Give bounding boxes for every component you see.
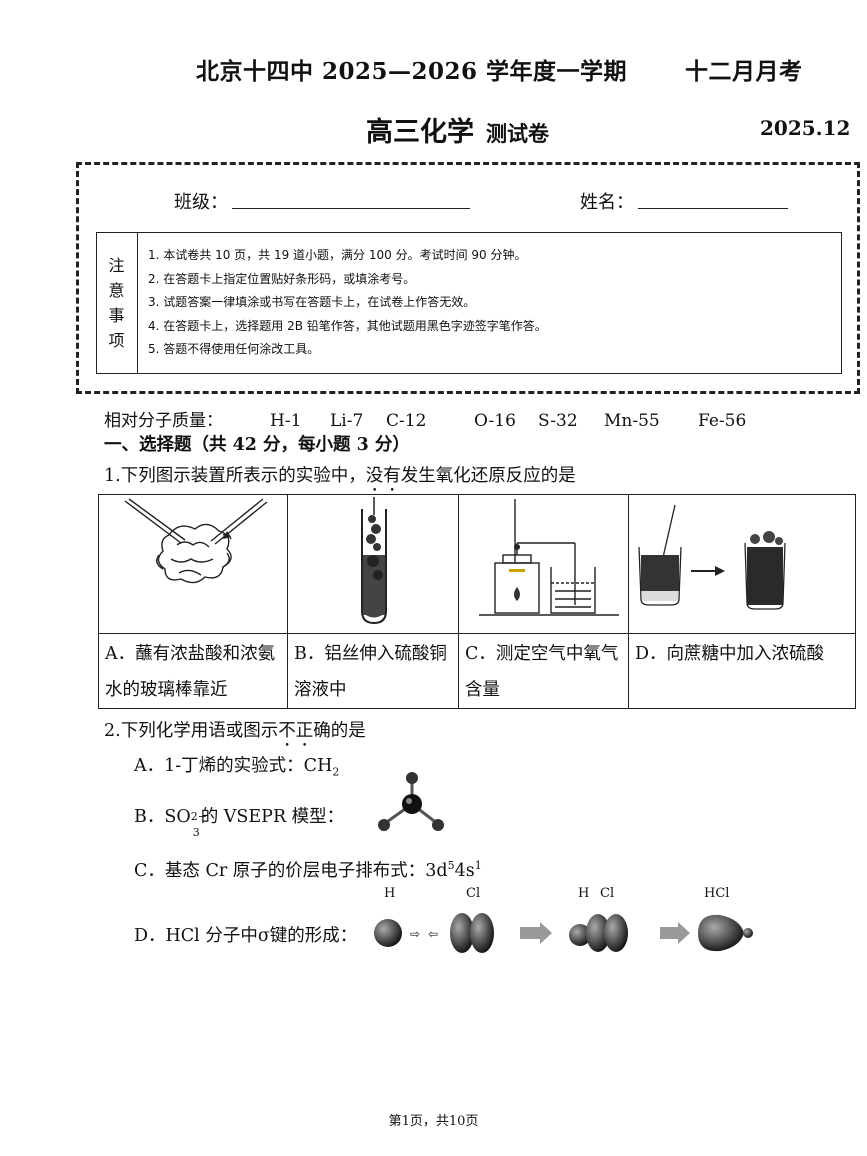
question-1-stem: 1.下列图示装置所表示的实验中，没有发生氧化还原反应的是 — [104, 462, 576, 496]
notice-title: 注 意 事 项 — [96, 232, 138, 374]
figure-cell-d — [628, 494, 856, 634]
notice-title-char: 注 — [108, 256, 125, 275]
glass-rods-smoke-figure — [124, 498, 268, 584]
mass-value: Mn-55 — [604, 411, 660, 431]
exam-name: 十二月月考 — [685, 58, 803, 85]
option-2c[interactable]: C．基态 Cr 原子的价层电子排布式：3d54s1 — [134, 857, 482, 882]
subscript: 2 — [332, 765, 340, 779]
option-2a[interactable]: A．1-丁烯的实验式：CH2 — [134, 752, 339, 779]
orbital-label-h: H — [384, 886, 396, 901]
orbital-label-cl: Cl — [466, 886, 481, 901]
mass-value: S-32 — [538, 411, 578, 431]
class-label: 班级： — [174, 192, 228, 213]
stem-emphasis: 不正 — [278, 721, 314, 741]
option-2d[interactable]: D．HCl 分子中σ键的形成： — [134, 922, 357, 947]
stem-text: 确的是 — [313, 721, 366, 741]
option-1d[interactable]: D．向蔗糖中加入浓硫酸 — [628, 633, 856, 709]
orbital-label-h2: H — [578, 886, 590, 901]
mass-value: O-16 — [474, 411, 516, 431]
figure-cell-c — [458, 494, 629, 634]
masses-label: 相对分子质量： — [104, 411, 223, 431]
test-tube-aluminum-figure — [361, 497, 387, 625]
notice-box — [96, 232, 842, 374]
subject: 高三化学 — [366, 117, 474, 148]
superscript: 1 — [474, 859, 482, 873]
name-field[interactable] — [638, 208, 788, 209]
mass-value: H-1 — [270, 411, 302, 431]
superscript: 2− — [190, 810, 207, 823]
superscript: 5 — [447, 859, 455, 873]
orbital-label-cl2: Cl — [600, 886, 615, 901]
school-term-title: 北京十四中 2025—2026 学年度一学期 十二月月考 — [196, 52, 803, 86]
name-label: 姓名： — [580, 192, 634, 213]
section-title: 一、选择题（共 42 分，每小题 3 分） — [104, 435, 410, 455]
oxygen-measure-apparatus-figure — [479, 499, 619, 616]
notice-item: 1. 本试卷共 10 页，共 19 道小题，满分 100 分。考试时间 90 分… — [148, 248, 527, 262]
relative-masses: 相对分子质量： H-1 Li-7 C-12 O-16 S-32 Mn-55 Fe-56 — [104, 406, 746, 431]
svg-text:⇨: ⇨ — [410, 927, 420, 941]
notice-item: 3. 试题答案一律填涂或书写在答题卡上，在试卷上作答无效。 — [148, 295, 476, 309]
student-info-box — [76, 162, 860, 394]
option-text: A．1-丁烯的实验式：CH — [134, 756, 333, 776]
school-term: 北京十四中 2025—2026 学年度一学期 — [196, 58, 628, 85]
notice-list: 1. 本试卷共 10 页，共 19 道小题，满分 100 分。考试时间 90 分… — [148, 244, 838, 362]
option-text: 4s — [454, 861, 475, 881]
mass-value: Fe-56 — [698, 411, 747, 431]
option-text: B．SO — [134, 807, 191, 827]
question-2-stem: 2.下列化学用语或图示不正确的是 — [104, 717, 366, 751]
option-text: C．基态 Cr 原子的价层电子排布式：3d — [134, 861, 448, 881]
question-1-table: A．蘸有浓盐酸和浓氨水的玻璃棒靠近 B．铝丝伸入硫酸铜溶液中 C．测定空气中氧气… — [98, 494, 856, 709]
class-field[interactable] — [232, 208, 470, 209]
stem-text: 1.下列图示装置所表示的实验中， — [104, 466, 366, 486]
stem-text: 发生氧化还原反应的是 — [400, 466, 576, 486]
notice-item: 2. 在答题卡上指定位置贴好条形码，或填涂考号。 — [148, 271, 416, 286]
stem-emphasis: 没有 — [365, 466, 401, 486]
option-text: D．HCl 分子中σ键的形成： — [134, 926, 358, 946]
mass-value: C-12 — [386, 411, 427, 431]
svg-text:⇦: ⇦ — [428, 927, 438, 941]
exam-date: 2025.12 — [760, 116, 851, 140]
notice-title-char: 项 — [108, 331, 125, 350]
sigma-bond-formation-figure: ⇨ ⇦ — [374, 913, 753, 953]
mass-value: Li-7 — [330, 411, 364, 431]
paper-type: 测试卷 — [486, 121, 549, 146]
notice-item: 4. 在答题卡上，选择题用 2B 铅笔作答，其他试题用黑色字迹签字笔作答。 — [148, 318, 547, 333]
option-1b[interactable]: B．铝丝伸入硫酸铜溶液中 — [287, 633, 459, 709]
notice-item: 5. 答题不得使用任何涂改工具。 — [148, 342, 320, 356]
page-footer: 第1页，共10页 — [388, 1114, 479, 1129]
option-1c[interactable]: C．测定空气中氧气含量 — [458, 633, 629, 709]
stem-text: 2.下列化学用语或图示 — [104, 721, 279, 741]
subscript: 3 — [192, 826, 200, 839]
figure-cell-a — [98, 494, 288, 634]
vsepr-model-figure — [378, 772, 444, 831]
subject-title: 高三化学测试卷 — [366, 110, 549, 149]
notice-title-char: 意 — [108, 281, 125, 300]
notice-title-char: 事 — [108, 306, 125, 325]
sugar-sulfuric-acid-figure — [638, 504, 786, 610]
figure-cell-b — [287, 494, 459, 634]
option-1a[interactable]: A．蘸有浓盐酸和浓氨水的玻璃棒靠近 — [98, 633, 288, 709]
orbital-label-hcl: HCl — [704, 886, 730, 901]
option-text: 的 VSEPR 模型： — [200, 807, 345, 827]
